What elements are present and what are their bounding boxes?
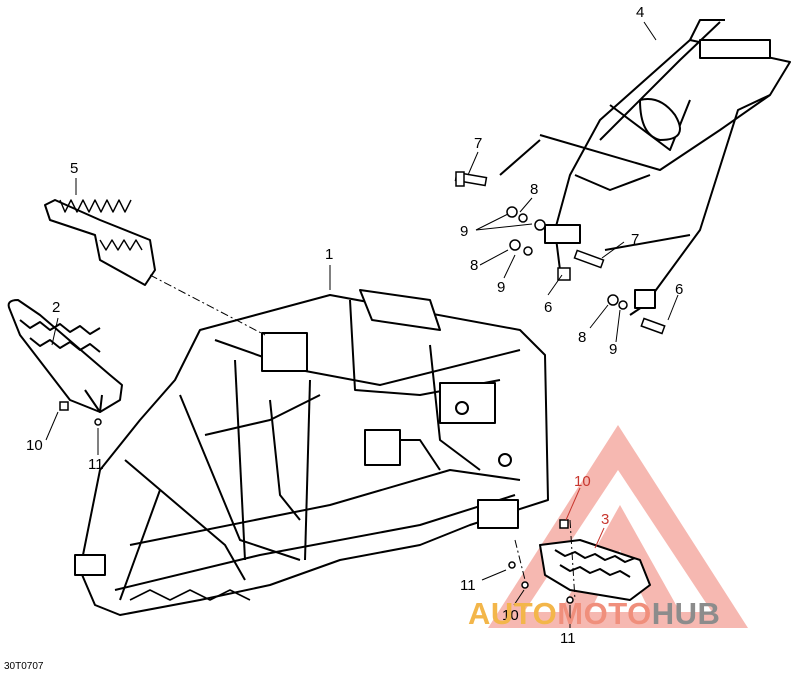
frame-protector <box>44 199 156 286</box>
leader-lines <box>45 21 679 628</box>
watermark-moto: MOTO <box>557 596 652 631</box>
red-leader-lines <box>565 487 605 549</box>
watermark-hub: HUB <box>651 596 721 631</box>
callout-4: 4 <box>636 4 645 21</box>
watermark-logo: AUTOMOTOHUB <box>468 596 720 632</box>
callout-11: 11 <box>460 577 476 594</box>
left-footrest <box>7 299 123 413</box>
callout-8: 8 <box>530 181 539 198</box>
alignment-lines <box>149 274 576 601</box>
watermark-auto: AUTO <box>468 596 558 631</box>
callout-9: 9 <box>460 223 469 240</box>
callout-8: 8 <box>578 329 587 346</box>
right-footrest <box>539 539 651 601</box>
callout-9: 9 <box>497 279 506 296</box>
callout-8: 8 <box>470 257 479 274</box>
rear-subframe <box>499 19 791 316</box>
figure-code: 30T0707 <box>4 661 44 672</box>
callout-7: 7 <box>631 231 640 248</box>
callout-7: 7 <box>474 135 483 152</box>
callout-6: 6 <box>675 281 684 298</box>
callout-3: 3 <box>601 511 610 528</box>
callout-2: 2 <box>52 299 61 316</box>
main-frame <box>74 289 549 616</box>
callout-6: 6 <box>544 299 553 316</box>
callout-9: 9 <box>609 341 618 358</box>
fasteners <box>59 171 666 604</box>
callout-10: 10 <box>502 607 519 624</box>
callout-11: 11 <box>88 456 104 473</box>
callout-11: 11 <box>560 630 576 647</box>
callout-1: 1 <box>325 246 334 263</box>
callout-10: 10 <box>574 473 591 490</box>
callout-10: 10 <box>26 437 43 454</box>
callout-5: 5 <box>70 160 79 177</box>
